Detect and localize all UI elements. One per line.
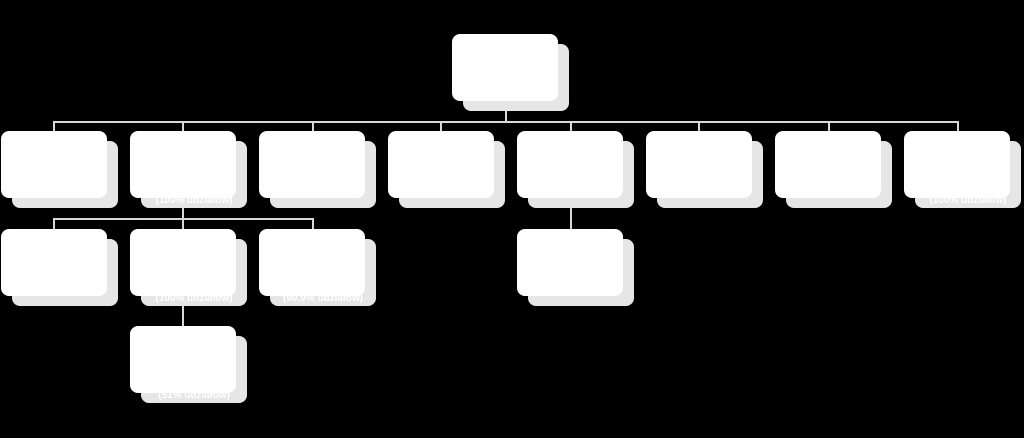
connector-level1-bus: [53, 121, 958, 123]
connector-a5: [570, 121, 572, 132]
node-caption: (51% udziałów): [158, 390, 230, 401]
connector-b1: [53, 218, 55, 229]
connector-a8: [957, 121, 959, 132]
connector-a3: [312, 121, 314, 132]
org-node-a2: (100% udziałów): [130, 131, 247, 208]
connector-a2: [182, 121, 184, 132]
connector-b2-c1: [182, 296, 184, 327]
org-node-b3: (90,9% udziałów): [259, 229, 376, 306]
connector-a2-down: [182, 198, 184, 219]
org-node-a3: [259, 131, 376, 208]
org-node-a8: (100% udziałów): [904, 131, 1021, 208]
node-caption: (100% udziałów): [929, 195, 1007, 206]
connector-a7: [828, 121, 830, 132]
connector-b2: [182, 218, 184, 229]
org-node-a5: [517, 131, 634, 208]
connector-a5-b4: [570, 198, 572, 229]
node-caption: (90,9% udziałów): [282, 293, 363, 304]
org-node-b2: (100% udziałów): [130, 229, 247, 306]
org-node-b4: [517, 229, 634, 306]
org-node-c1: (51% udziałów): [130, 326, 247, 403]
org-node-a1: [1, 131, 118, 208]
org-node-a6: [646, 131, 763, 208]
connector-root-down: [505, 101, 507, 122]
org-node-b1: [1, 229, 118, 306]
node-caption: (100% udziałów): [155, 195, 233, 206]
org-node-root: [452, 34, 569, 111]
node-caption: (100% udziałów): [155, 293, 233, 304]
connector-b3: [312, 218, 314, 229]
org-node-a7: [775, 131, 892, 208]
connector-a1: [53, 121, 55, 132]
connector-a4: [440, 121, 442, 132]
org-node-a4: [388, 131, 505, 208]
connector-a6: [698, 121, 700, 132]
